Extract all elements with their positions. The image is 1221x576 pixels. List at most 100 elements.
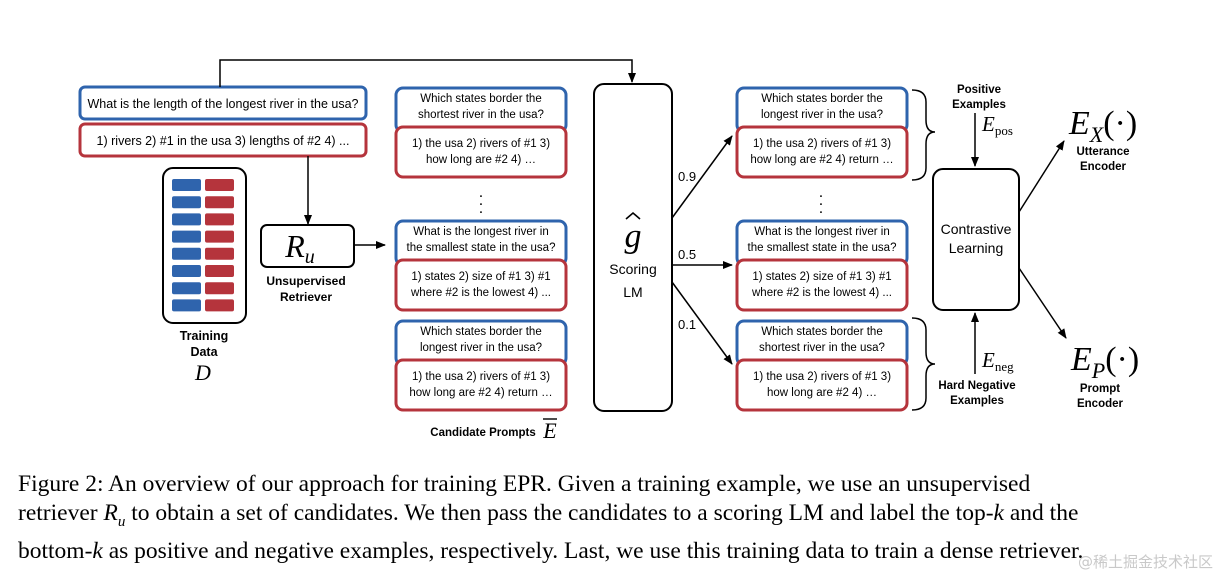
training-data-cell — [205, 230, 234, 243]
svg-text:how long are #2 4) …: how long are #2 4) … — [426, 154, 536, 166]
retriever-label-1: Unsupervised — [266, 274, 345, 288]
training-data-cell — [172, 230, 201, 243]
negative-label-1: Hard Negative — [938, 380, 1015, 392]
retriever-label-2: Retriever — [280, 290, 332, 304]
query-to-scorer-line — [219, 59, 636, 87]
svg-text:longest river in the usa?: longest river in the usa? — [420, 342, 542, 354]
utterance-encoder-symbol: EX(·) — [1068, 105, 1137, 147]
training-label-2: Data — [190, 345, 218, 359]
svg-text:where #2 is the lowest 4) ...: where #2 is the lowest 4) ... — [410, 287, 551, 299]
training-data-cell — [172, 179, 201, 191]
training-data-cell — [205, 179, 234, 191]
svg-text:where #2 is the lowest 4) ...: where #2 is the lowest 4) ... — [751, 287, 892, 299]
svg-text:the smallest state in the usa?: the smallest state in the usa? — [407, 242, 556, 254]
positive-label-2: Examples — [952, 99, 1006, 111]
svg-text:1) states 2) size of #1 3) #1: 1) states 2) size of #1 3) #1 — [411, 271, 550, 283]
query-decomp-box — [78, 122, 368, 158]
svg-text:Which states border the: Which states border the — [420, 93, 541, 105]
training-data-cell — [205, 196, 234, 209]
scored-card: Which states border the longest river in… — [735, 86, 909, 179]
retriever-symbol: Ru — [284, 228, 315, 268]
training-label-1: Training — [180, 329, 229, 343]
scored-card: Which states border the shortest river i… — [735, 319, 909, 412]
training-data-rows — [172, 179, 234, 312]
score-value: 0.1 — [678, 317, 696, 332]
query-box — [78, 85, 368, 121]
training-data-cell — [172, 265, 201, 277]
prompt-encoder-symbol: EP(·) — [1070, 341, 1139, 383]
prompt-encoder-label-1: Prompt — [1080, 383, 1120, 395]
candidate-card: Which states border the shortest river i… — [394, 86, 568, 179]
svg-text:.: . — [819, 200, 823, 217]
positive-label-1: Positive — [957, 84, 1001, 96]
svg-text:shortest river in the usa?: shortest river in the usa? — [418, 109, 544, 121]
figure-caption: Figure 2: An overview of our approach fo… — [18, 470, 1208, 566]
scorer-label-1: Scoring — [609, 261, 656, 277]
contrastive-label-1: Contrastive — [941, 221, 1012, 237]
training-data-cell — [172, 213, 201, 226]
svg-text:the smallest state in the usa?: the smallest state in the usa? — [748, 242, 897, 254]
svg-text:1) the usa 2) rivers of #1 3): 1) the usa 2) rivers of #1 3) — [753, 371, 891, 383]
watermark: @稀土掘金技术社区 — [1077, 553, 1213, 571]
caption-line-3: bottom-k as positive and negative exampl… — [18, 537, 1084, 564]
svg-text:1) the usa 2) rivers of #1 3): 1) the usa 2) rivers of #1 3) — [753, 138, 891, 150]
positive-symbol: Epos — [981, 112, 1013, 138]
training-data-cell — [172, 196, 201, 209]
svg-text:longest river in the usa?: longest river in the usa? — [761, 109, 883, 121]
score-arrow-bottom — [671, 281, 733, 365]
query-text: What is the length of the longest river … — [88, 97, 359, 111]
svg-text:.: . — [479, 200, 483, 217]
negative-symbol: Eneg — [981, 348, 1014, 374]
training-data-cell — [205, 299, 234, 312]
svg-text:how long are #2 4) …: how long are #2 4) … — [767, 387, 877, 399]
utterance-encoder-label-2: Encoder — [1080, 161, 1127, 173]
candidate-card: Which states border the longest river in… — [394, 319, 568, 412]
epr-diagram: What is the length of the longest river … — [78, 59, 1139, 443]
candidate-prompts-label: Candidate Prompts — [430, 427, 535, 439]
svg-text:What is the longest river in: What is the longest river in — [754, 226, 890, 238]
svg-text:What is the longest river in: What is the longest river in — [413, 226, 549, 238]
scorer-hat — [625, 211, 641, 220]
negative-label-2: Examples — [950, 395, 1004, 407]
training-data-cell — [172, 247, 201, 260]
caption-line-2: retriever Ru to obtain a set of candidat… — [18, 500, 1079, 530]
score-arrow-top — [671, 135, 733, 219]
training-data-cell — [172, 282, 201, 295]
query-decomp-text: 1) rivers 2) #1 in the usa 3) lengths of… — [97, 134, 350, 148]
training-data-cell — [172, 299, 201, 312]
candidate-ellipsis: . — [479, 184, 483, 201]
training-data-cell — [205, 265, 234, 277]
training-data-cell — [205, 247, 234, 260]
retriever-box — [260, 224, 355, 268]
svg-text:shortest river in the usa?: shortest river in the usa? — [759, 342, 885, 354]
training-data-cell — [205, 213, 234, 226]
scored-ellipsis: . — [819, 184, 823, 201]
utterance-encoder-label-1: Utterance — [1076, 146, 1129, 158]
svg-text:.: . — [479, 192, 483, 209]
caption-line-1: Figure 2: An overview of our approach fo… — [18, 471, 1031, 497]
prompt-encoder-label-2: Encoder — [1077, 398, 1124, 410]
svg-text:how long are #2 4) return …: how long are #2 4) return … — [409, 387, 552, 399]
scorer-label-2: LM — [623, 284, 642, 300]
svg-text:1) the usa 2) rivers of #1 3): 1) the usa 2) rivers of #1 3) — [412, 371, 550, 383]
positive-brace — [911, 89, 936, 181]
score-value: 0.9 — [678, 169, 696, 184]
svg-text:1) states 2) size of #1 3) #1: 1) states 2) size of #1 3) #1 — [752, 271, 891, 283]
svg-text:Which states border the: Which states border the — [420, 326, 541, 338]
scorer-symbol: g — [625, 218, 642, 255]
scoring-lm-box — [593, 83, 673, 412]
training-symbol: D — [194, 360, 211, 385]
negative-brace — [911, 317, 936, 411]
svg-text:1) the usa 2) rivers of #1 3): 1) the usa 2) rivers of #1 3) — [412, 138, 550, 150]
training-data-cell — [205, 282, 234, 295]
candidate-card: What is the longest river in the smalles… — [394, 219, 568, 312]
contrastive-to-ex-arrow — [1018, 140, 1065, 213]
scored-card: What is the longest river in the smalles… — [735, 219, 909, 312]
contrastive-learning-box — [932, 168, 1020, 311]
svg-text:Which states border the: Which states border the — [761, 326, 882, 338]
svg-text:Which states border the: Which states border the — [761, 93, 882, 105]
score-value: 0.5 — [678, 247, 696, 262]
candidate-symbol: E — [542, 418, 557, 443]
contrastive-to-ep-arrow — [1018, 267, 1067, 339]
svg-text:how long are #2 4) return …: how long are #2 4) return … — [750, 154, 893, 166]
